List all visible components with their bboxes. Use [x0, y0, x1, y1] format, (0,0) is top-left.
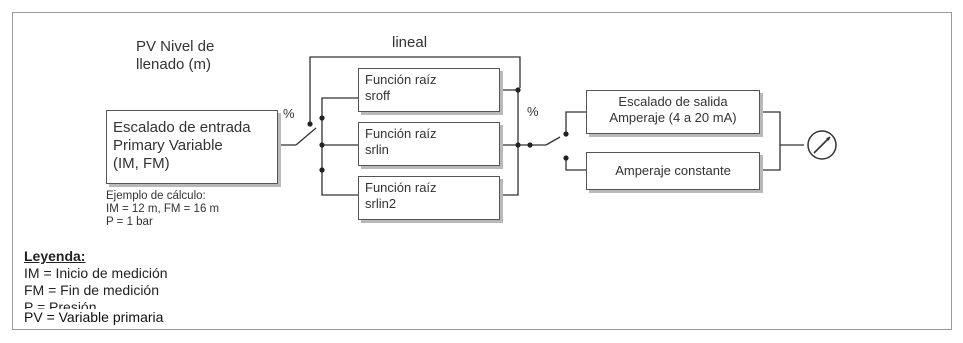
percent-label-left: % — [283, 106, 295, 121]
legend-item: FM = Fin de medición — [24, 282, 159, 298]
constant-current-block: Amperaje constante — [586, 152, 760, 190]
lineal-label: lineal — [392, 34, 428, 51]
function-name: sroff — [365, 88, 391, 103]
output-scaling-block: Escalado de salida Amperaje (4 a 20 mA) — [586, 90, 760, 134]
function-label: Función raíz — [365, 72, 437, 87]
function-name: srlin2 — [365, 196, 397, 211]
function-block-srlin2: Función raíz srlin2 — [358, 176, 500, 220]
output-block-line-1: Escalado de salida — [618, 94, 728, 109]
function-block-sroff: Función raíz sroff — [358, 68, 500, 112]
legend-title: Leyenda: — [24, 248, 86, 264]
meter-gauge-icon — [807, 130, 837, 160]
diagram-frame — [12, 12, 952, 330]
function-label: Función raíz — [365, 180, 437, 195]
calculation-example: Ejemplo de cálculo: IM = 12 m, FM = 16 m… — [106, 190, 219, 229]
function-label: Función raíz — [365, 126, 437, 141]
process-variable-title: PV Nivel de llenado (m) — [136, 38, 214, 74]
function-name: srlin — [365, 142, 389, 157]
legend-item: IM = Inicio de medición — [24, 265, 168, 281]
input-block-line-2: Primary Variable — [113, 137, 223, 154]
legend: Leyenda: IM = Inicio de medición FM = Fi… — [24, 248, 168, 326]
legend-item: PV = Variable primaria — [24, 309, 164, 325]
percent-label-right: % — [527, 104, 539, 119]
example-line-2: IM = 12 m, FM = 16 m — [106, 203, 220, 215]
example-line-1: Ejemplo de cálculo: — [106, 190, 206, 202]
function-block-srlin: Función raíz srlin — [358, 122, 500, 166]
input-block-line-1: Escalado de entrada — [113, 119, 251, 136]
title-line-1: PV Nivel de — [136, 38, 215, 55]
constant-block-label: Amperaje constante — [615, 163, 731, 178]
title-line-2: llenado (m) — [136, 56, 212, 73]
legend-item: P = Presión — [24, 299, 97, 309]
input-scaling-block: Escalado de entrada Primary Variable (IM… — [106, 110, 278, 184]
output-block-line-2: Amperaje (4 a 20 mA) — [609, 110, 737, 125]
input-block-line-3: (IM, FM) — [113, 155, 170, 172]
example-line-3: P = 1 bar — [106, 216, 153, 228]
